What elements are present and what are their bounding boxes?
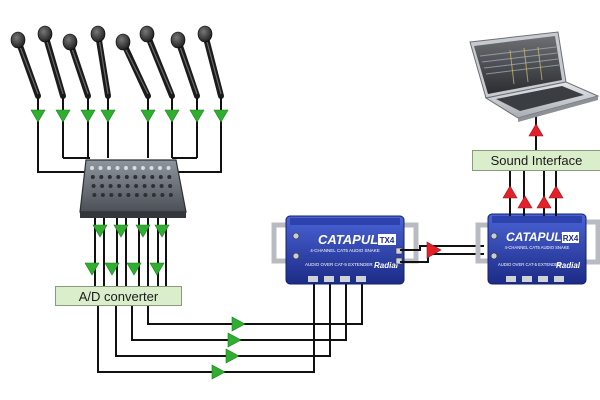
- mixer-icon: [79, 159, 187, 218]
- mixer-output-cables: [94, 218, 167, 286]
- device-model: RX4: [563, 234, 579, 243]
- brand-logo: Radial: [374, 261, 399, 270]
- microphone-icon: [170, 31, 200, 99]
- red-arrow-icon: [528, 123, 544, 137]
- microphone-icon: [10, 31, 41, 99]
- red-arrow-icon: [502, 185, 518, 199]
- green-arrow-icon: [149, 262, 165, 276]
- interface-to-laptop: [528, 112, 544, 150]
- device-footer: AUDIO OVER CAT-5 EXTENDER: [305, 262, 373, 267]
- green-arrow-icon: [213, 109, 229, 123]
- green-arrow-icon: [225, 348, 240, 364]
- microphone-icon: [90, 25, 111, 99]
- green-arrow-icon: [100, 109, 116, 123]
- green-arrow-icon: [140, 109, 156, 123]
- microphone-icon: [62, 33, 91, 99]
- rx-output-arrows: [502, 185, 564, 209]
- microphone-icon: [37, 25, 66, 99]
- red-arrow-icon: [517, 195, 533, 209]
- green-arrow-icon: [55, 109, 71, 123]
- green-arrow-icon: [231, 316, 246, 332]
- green-arrow-icon: [80, 109, 96, 123]
- sound-interface-box: Sound Interface: [472, 150, 600, 171]
- rx-output-cables: [509, 171, 557, 216]
- microphone-icon: [197, 25, 224, 99]
- green-arrow-icon: [227, 332, 242, 348]
- ad-converter-label: A/D converter: [78, 288, 159, 304]
- ad-output-arrows: [211, 316, 246, 380]
- brand-logo: Radial: [556, 261, 581, 270]
- green-arrow-icon: [30, 109, 46, 123]
- device-subtitle: 4-CHANNEL CAT5 AUDIO SNAKE: [310, 248, 380, 253]
- device-footer: AUDIO OVER CAT-5 EXTENDER: [498, 262, 561, 267]
- device-name: CATAPULT: [318, 232, 386, 247]
- microphone-icon: [139, 25, 175, 99]
- red-arrow-icon: [426, 241, 442, 259]
- device-subtitle: 4-CHANNEL CAT5 AUDIO SNAKE: [505, 245, 570, 250]
- microphone-icon: [115, 33, 151, 99]
- ad-converter-box: A/D converter: [55, 286, 182, 306]
- green-arrow-icon: [189, 109, 205, 123]
- catapult-tx4-device: CATAPULT TX4 4-CHANNEL CAT5 AUDIO SNAKE …: [271, 215, 419, 285]
- microphones: [10, 25, 224, 99]
- mic-signal-arrows: [30, 109, 229, 123]
- device-model: TX4: [380, 236, 395, 245]
- device-name: CATAPULT: [506, 230, 570, 244]
- green-arrow-icon: [164, 109, 180, 123]
- laptop-icon: [469, 31, 600, 122]
- red-arrow-icon: [536, 195, 552, 209]
- sound-interface-label: Sound Interface: [490, 153, 583, 168]
- catapult-rx4-device: CATAPULT RX4 4-CHANNEL CAT5 AUDIO SNAKE …: [475, 213, 600, 285]
- green-arrow-icon: [211, 364, 226, 380]
- green-arrow-icon: [84, 262, 100, 276]
- cat5-link: [400, 241, 484, 263]
- red-arrow-icon: [548, 185, 564, 199]
